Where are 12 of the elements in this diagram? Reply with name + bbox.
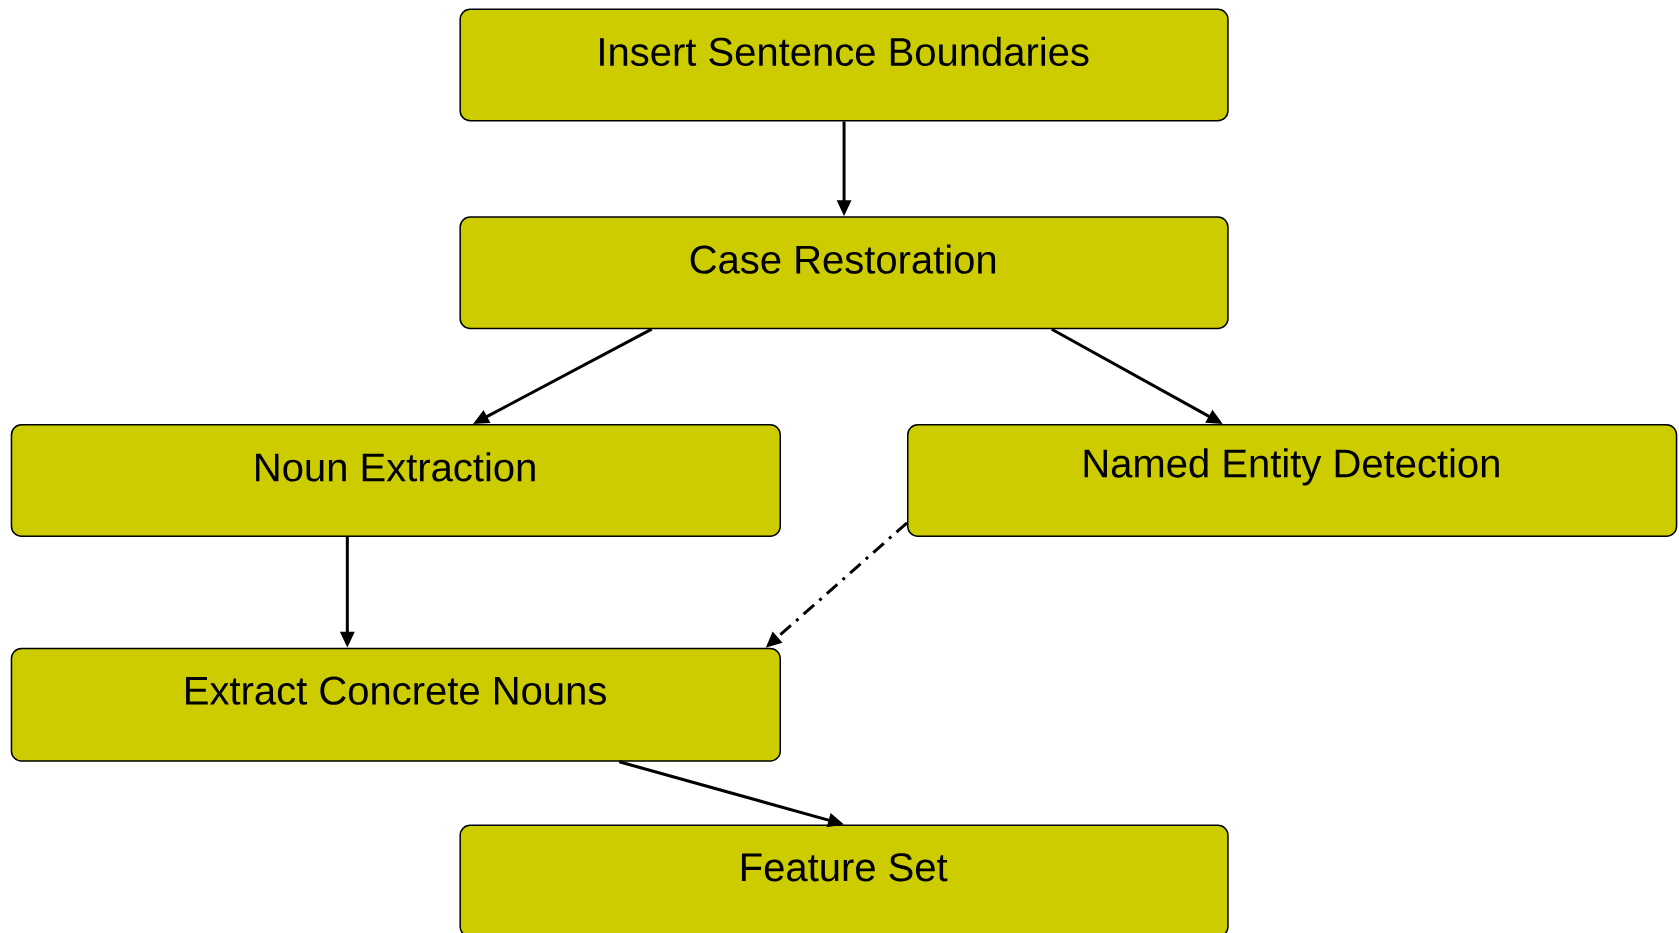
box-label: Feature Set — [742, 853, 948, 882]
box-label: Insert Sentence Boundaries — [600, 36, 1089, 67]
process-box — [10, 424, 781, 537]
box-label: Noun Extraction — [256, 452, 535, 482]
process-box — [907, 424, 1678, 537]
box-label: Named Entity Detection — [1084, 448, 1499, 486]
process-box — [10, 647, 781, 762]
box-label: Case Restoration — [690, 244, 996, 274]
process-box — [459, 824, 1229, 933]
process-box — [459, 216, 1229, 330]
box-label: Extract Concrete Nouns — [186, 676, 606, 705]
process-box — [459, 8, 1229, 122]
